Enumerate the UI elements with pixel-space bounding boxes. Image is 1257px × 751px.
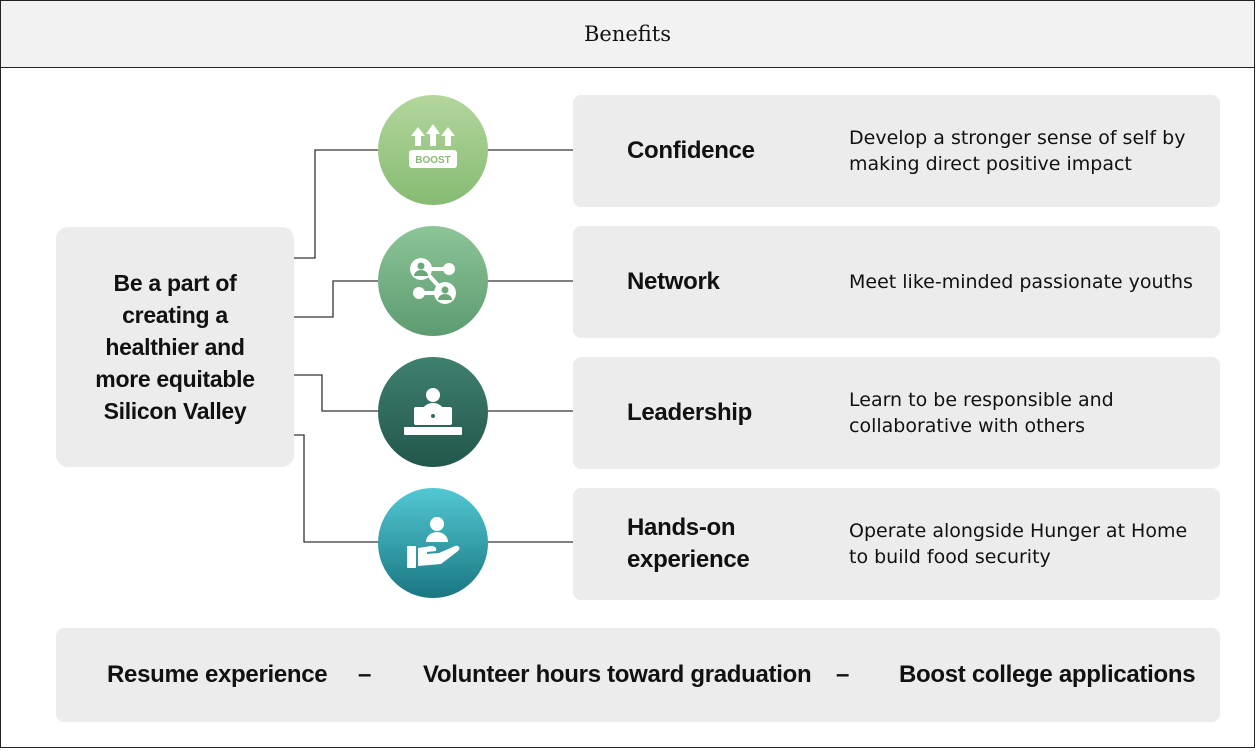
card-desc-network: Meet like-minded passionate youths (849, 271, 1193, 293)
card-title-hands-on: Hands-on experience (627, 514, 750, 573)
card-confidence: Confidence Develop a stronger sense of s… (573, 95, 1220, 207)
circle-hands-on (378, 488, 488, 598)
card-desc-hands-on: Operate alongside Hunger at Home to buil… (849, 520, 1188, 568)
circle-confidence: BOOST (378, 95, 488, 205)
bottom-item-volunteer-hours: Volunteer hours toward graduation (423, 661, 812, 688)
card-hands-on: Hands-on experience Operate alongside Hu… (573, 488, 1220, 600)
card-network: Network Meet like-minded passionate yout… (573, 226, 1220, 338)
card-title-confidence: Confidence (627, 137, 755, 164)
network-icon (410, 258, 456, 304)
bottom-separator-2: – (836, 661, 850, 688)
boost-icon: BOOST (409, 124, 457, 168)
card-leadership: Leadership Learn to be responsible and c… (573, 357, 1220, 469)
svg-text:BOOST: BOOST (415, 155, 451, 166)
card-title-leadership: Leadership (627, 399, 753, 426)
bottom-benefits-bar: Resume experience – Volunteer hours towa… (56, 628, 1220, 722)
card-desc-leadership: Learn to be responsible and collaborativ… (849, 389, 1114, 437)
header-title: Benefits (1, 1, 1254, 68)
leader-desk-icon (404, 388, 462, 435)
circle-network (378, 226, 488, 336)
card-title-network: Network (627, 268, 720, 295)
bottom-item-college-apps: Boost college applications (899, 661, 1196, 688)
bottom-item-resume: Resume experience (107, 661, 328, 688)
circle-leadership (378, 357, 488, 467)
helping-hand-icon (407, 517, 460, 568)
card-desc-confidence: Develop a stronger sense of self by maki… (849, 127, 1186, 175)
bottom-separator-1: – (358, 661, 372, 688)
center-message: Be a part of creating a healthier and mo… (56, 227, 294, 467)
